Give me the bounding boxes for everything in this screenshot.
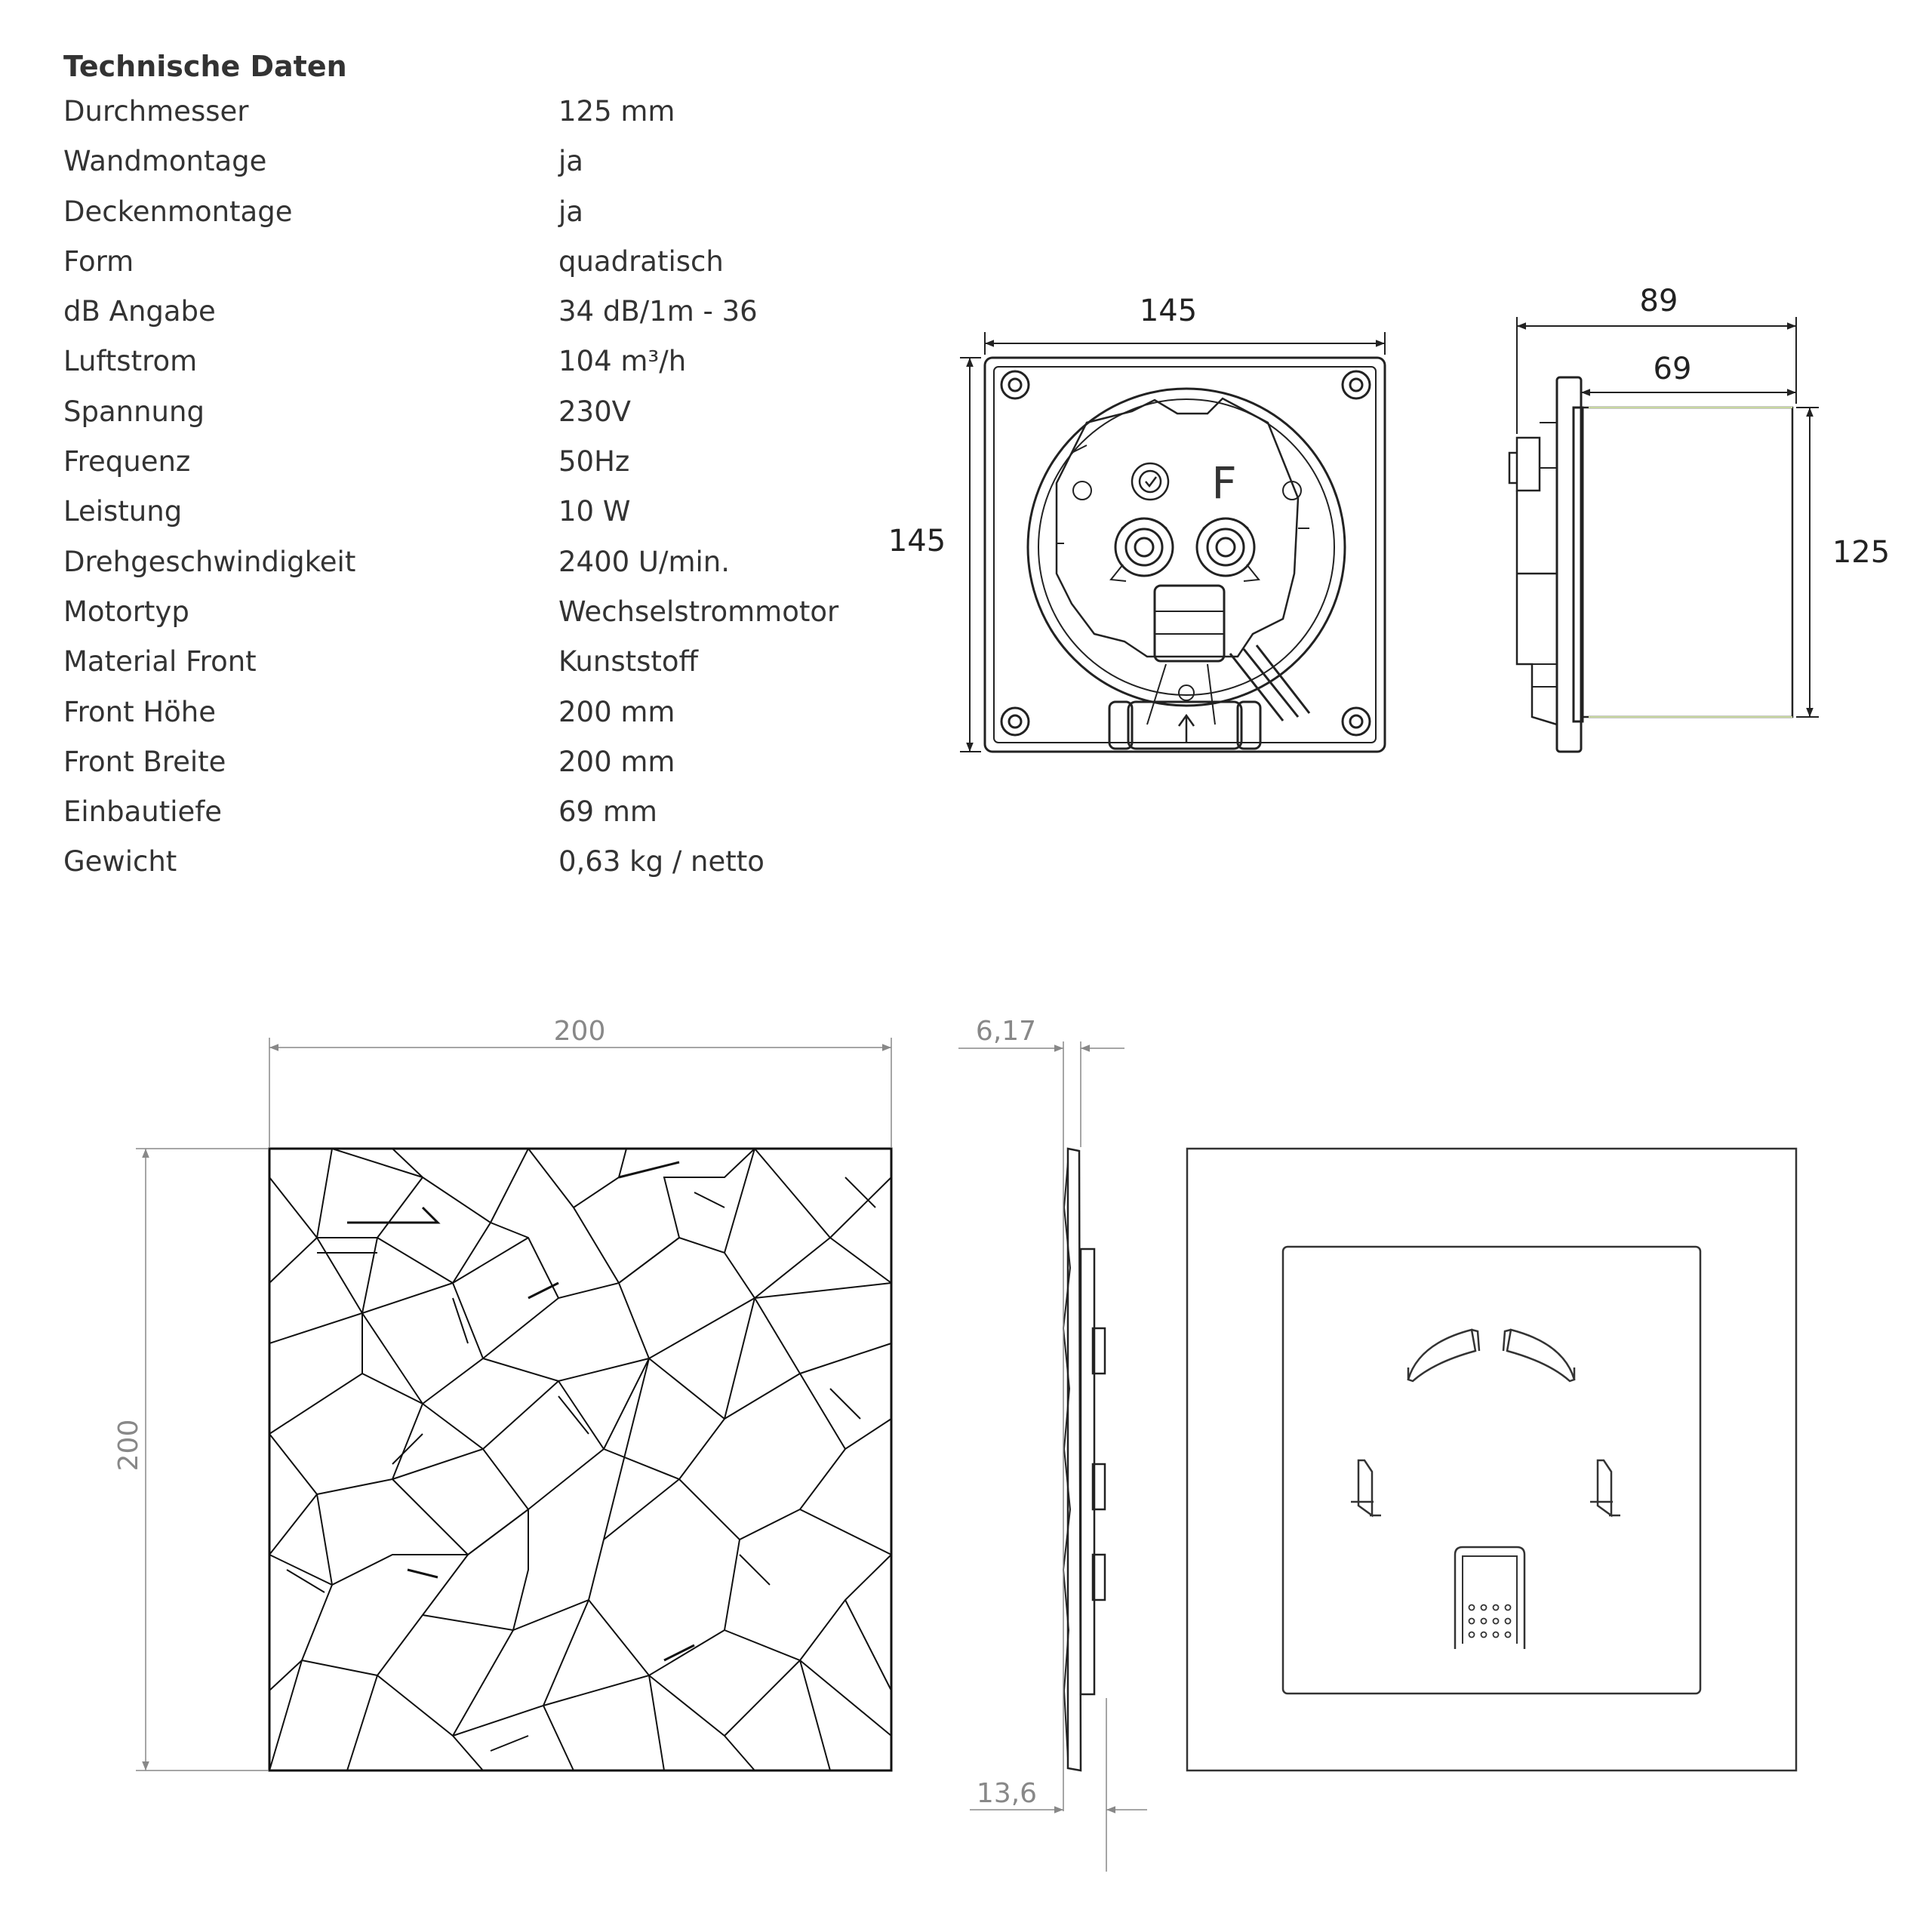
spec-value: 34 dB/1m - 36: [558, 295, 758, 328]
dimension-label: 200: [113, 1420, 144, 1472]
spec-value: Kunststoff: [558, 645, 699, 678]
spec-label: Einbautiefe: [63, 795, 223, 829]
spec-label: Deckenmontage: [63, 195, 293, 228]
dimension-label: 69: [1654, 352, 1692, 386]
dimension-label: 200: [554, 1016, 606, 1047]
screw-hole: [1000, 370, 1030, 400]
clock-icon: [1131, 462, 1170, 501]
spec-value: 10 W: [558, 495, 631, 528]
spec-value: ja: [558, 195, 583, 228]
page-title: Technische Daten: [63, 50, 347, 83]
fan-side-view: [1508, 376, 1794, 753]
spec-label: Gewicht: [63, 845, 177, 878]
spec-label: Motortyp: [63, 595, 189, 628]
spec-value: 69 mm: [558, 795, 657, 829]
spec-label: Leistung: [63, 495, 183, 528]
screw-hole: [1341, 370, 1371, 400]
spec-label: Luftstrom: [63, 345, 198, 378]
dimension-diameter: 125: [1796, 407, 1890, 718]
spec-value: 125 mm: [558, 95, 675, 128]
front-panel-pattern: [268, 1147, 893, 1772]
dimension-label: 145: [888, 524, 946, 558]
dimension-fan-width: 145: [984, 294, 1386, 355]
adjuster-knob: [1109, 517, 1174, 582]
spec-label: Frequenz: [63, 445, 191, 478]
spec-label: Wandmontage: [63, 145, 267, 178]
adjuster-knob: [1195, 517, 1260, 582]
spec-label: dB Angabe: [63, 295, 216, 328]
dimension-label: 125: [1832, 535, 1890, 570]
spec-value: ja: [558, 145, 583, 178]
screw-hole: [1341, 706, 1371, 737]
dimension-install-depth: 69: [1581, 352, 1796, 396]
spec-value: 0,63 kg / netto: [558, 845, 764, 878]
spec-label: Spannung: [63, 395, 205, 428]
screw-hole: [1000, 706, 1030, 737]
clip-hook: [1351, 1459, 1381, 1518]
spec-value: 2400 U/min.: [558, 545, 731, 578]
fan-marking: F: [1211, 457, 1236, 509]
panel-back-view: [1186, 1147, 1798, 1772]
spec-value: 104 m³/h: [558, 345, 687, 378]
spec-label: Durchmesser: [63, 95, 249, 128]
spec-label: Form: [63, 245, 134, 278]
dimension-label: 89: [1640, 284, 1678, 318]
mounting-clip: [1407, 1328, 1481, 1383]
mounting-clip: [1502, 1328, 1576, 1383]
spec-value: quadratisch: [558, 245, 724, 278]
dimension-label: 145: [1140, 294, 1197, 328]
clip-hook: [1590, 1459, 1620, 1518]
vent-grille: [1454, 1546, 1526, 1649]
panel-side-view: [1062, 1147, 1106, 1772]
fan-front-view: F: [983, 356, 1386, 753]
spec-value: 230V: [558, 395, 631, 428]
spec-label: Front Breite: [63, 745, 226, 778]
spec-label: Drehgeschwindigkeit: [63, 545, 356, 578]
spec-label: Front Höhe: [63, 695, 217, 728]
dimension-fan-height: 145: [888, 357, 981, 752]
dimension-panel-width: 200: [269, 1016, 892, 1147]
dimension-panel-thickness: 6,17: [958, 1016, 1124, 1811]
spec-label: Material Front: [63, 645, 257, 678]
dimension-panel-height: 200: [113, 1148, 268, 1771]
spec-value: 50Hz: [558, 445, 630, 478]
spec-value: 200 mm: [558, 695, 675, 728]
dimension-total-depth: 89: [1516, 284, 1797, 434]
spec-value: Wechselstrommotor: [558, 595, 839, 628]
dimension-label: 13,6: [977, 1778, 1037, 1809]
spec-value: 200 mm: [558, 745, 675, 778]
dimension-label: 6,17: [976, 1016, 1036, 1047]
dimension-panel-total: 13,6: [970, 1698, 1147, 1872]
